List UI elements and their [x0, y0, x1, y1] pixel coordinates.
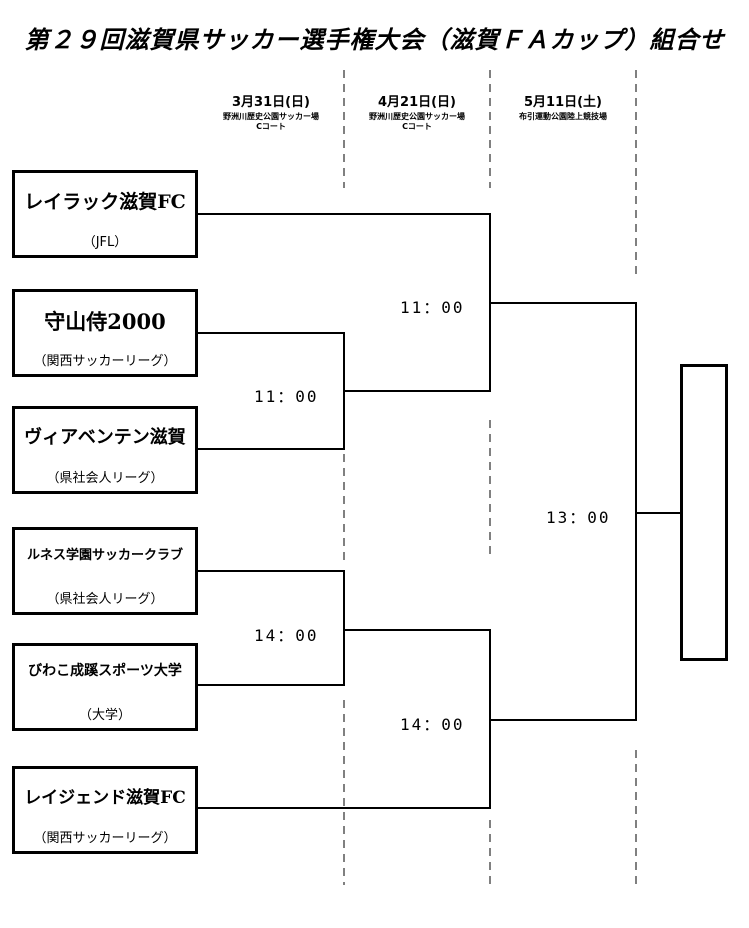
page-title: 第２９回滋賀県サッカー選手権大会（滋賀ＦＡカップ）組合せ: [24, 25, 725, 54]
team-league: （JFL）: [82, 235, 128, 250]
team-league: （大学）: [78, 708, 131, 723]
team-card-3: ヴィアベンテン滋賀 （県社会人リーグ）: [12, 406, 198, 494]
team-card-2: 守山侍2000 （関西サッカーリーグ）: [12, 289, 198, 377]
team-card-6: レイジェンド滋賀FC （関西サッカーリーグ）: [12, 766, 198, 854]
round-1-date: 3月31日(日): [231, 95, 311, 110]
round-header-1: 3月31日(日) 野洲川歴史公園サッカー場 Cコート: [198, 94, 344, 133]
match-time-r2-b: 14：00: [398, 711, 467, 735]
match-time-r1-a: 11：00: [252, 383, 321, 407]
team-card-1: レイラック滋賀FC （JFL）: [12, 170, 198, 258]
team-name: ルネス学園サッカークラブ: [26, 548, 183, 563]
round-2-venue: 野洲川歴史公園サッカー場: [369, 111, 465, 121]
team-league: （県社会人リーグ）: [46, 471, 164, 486]
match-time-r2-a: 11：00: [398, 294, 467, 318]
winner-box: [680, 364, 728, 661]
round-dividers: [343, 70, 637, 885]
team-name: 守山侍2000: [44, 309, 166, 334]
round-header-2: 4月21日(日) 野洲川歴史公園サッカー場 Cコート: [344, 94, 490, 133]
round-header-3: 5月11日(土) 布引運動公園陸上競技場: [490, 94, 636, 122]
round-3-date: 5月11日(土): [523, 95, 603, 110]
round-2-date: 4月21日(日): [377, 95, 457, 110]
team-league: （県社会人リーグ）: [46, 592, 164, 607]
team-card-5: びわこ成蹊スポーツ大学 （大学）: [12, 643, 198, 731]
bracket-final: [490, 302, 637, 721]
round-2-court: Cコート: [402, 122, 432, 132]
team-league: （関西サッカーリーグ）: [33, 354, 177, 369]
team-name: レイラック滋賀FC: [24, 191, 186, 213]
round-1-court: Cコート: [256, 122, 286, 132]
match-time-r1-b: 14：00: [252, 622, 321, 646]
round-3-venue: 布引運動公園陸上競技場: [519, 111, 607, 121]
team-name: びわこ成蹊スポーツ大学: [28, 663, 182, 679]
bracket-r1-b: [198, 570, 345, 686]
match-time-final: 13：00: [544, 504, 613, 528]
team-name: ヴィアベンテン滋賀: [24, 427, 186, 448]
team-name: レイジェンド滋賀FC: [24, 788, 186, 808]
team-league: （関西サッカーリーグ）: [33, 831, 177, 846]
round-1-venue: 野洲川歴史公園サッカー場: [223, 111, 319, 121]
team-card-4: ルネス学園サッカークラブ （県社会人リーグ）: [12, 527, 198, 615]
